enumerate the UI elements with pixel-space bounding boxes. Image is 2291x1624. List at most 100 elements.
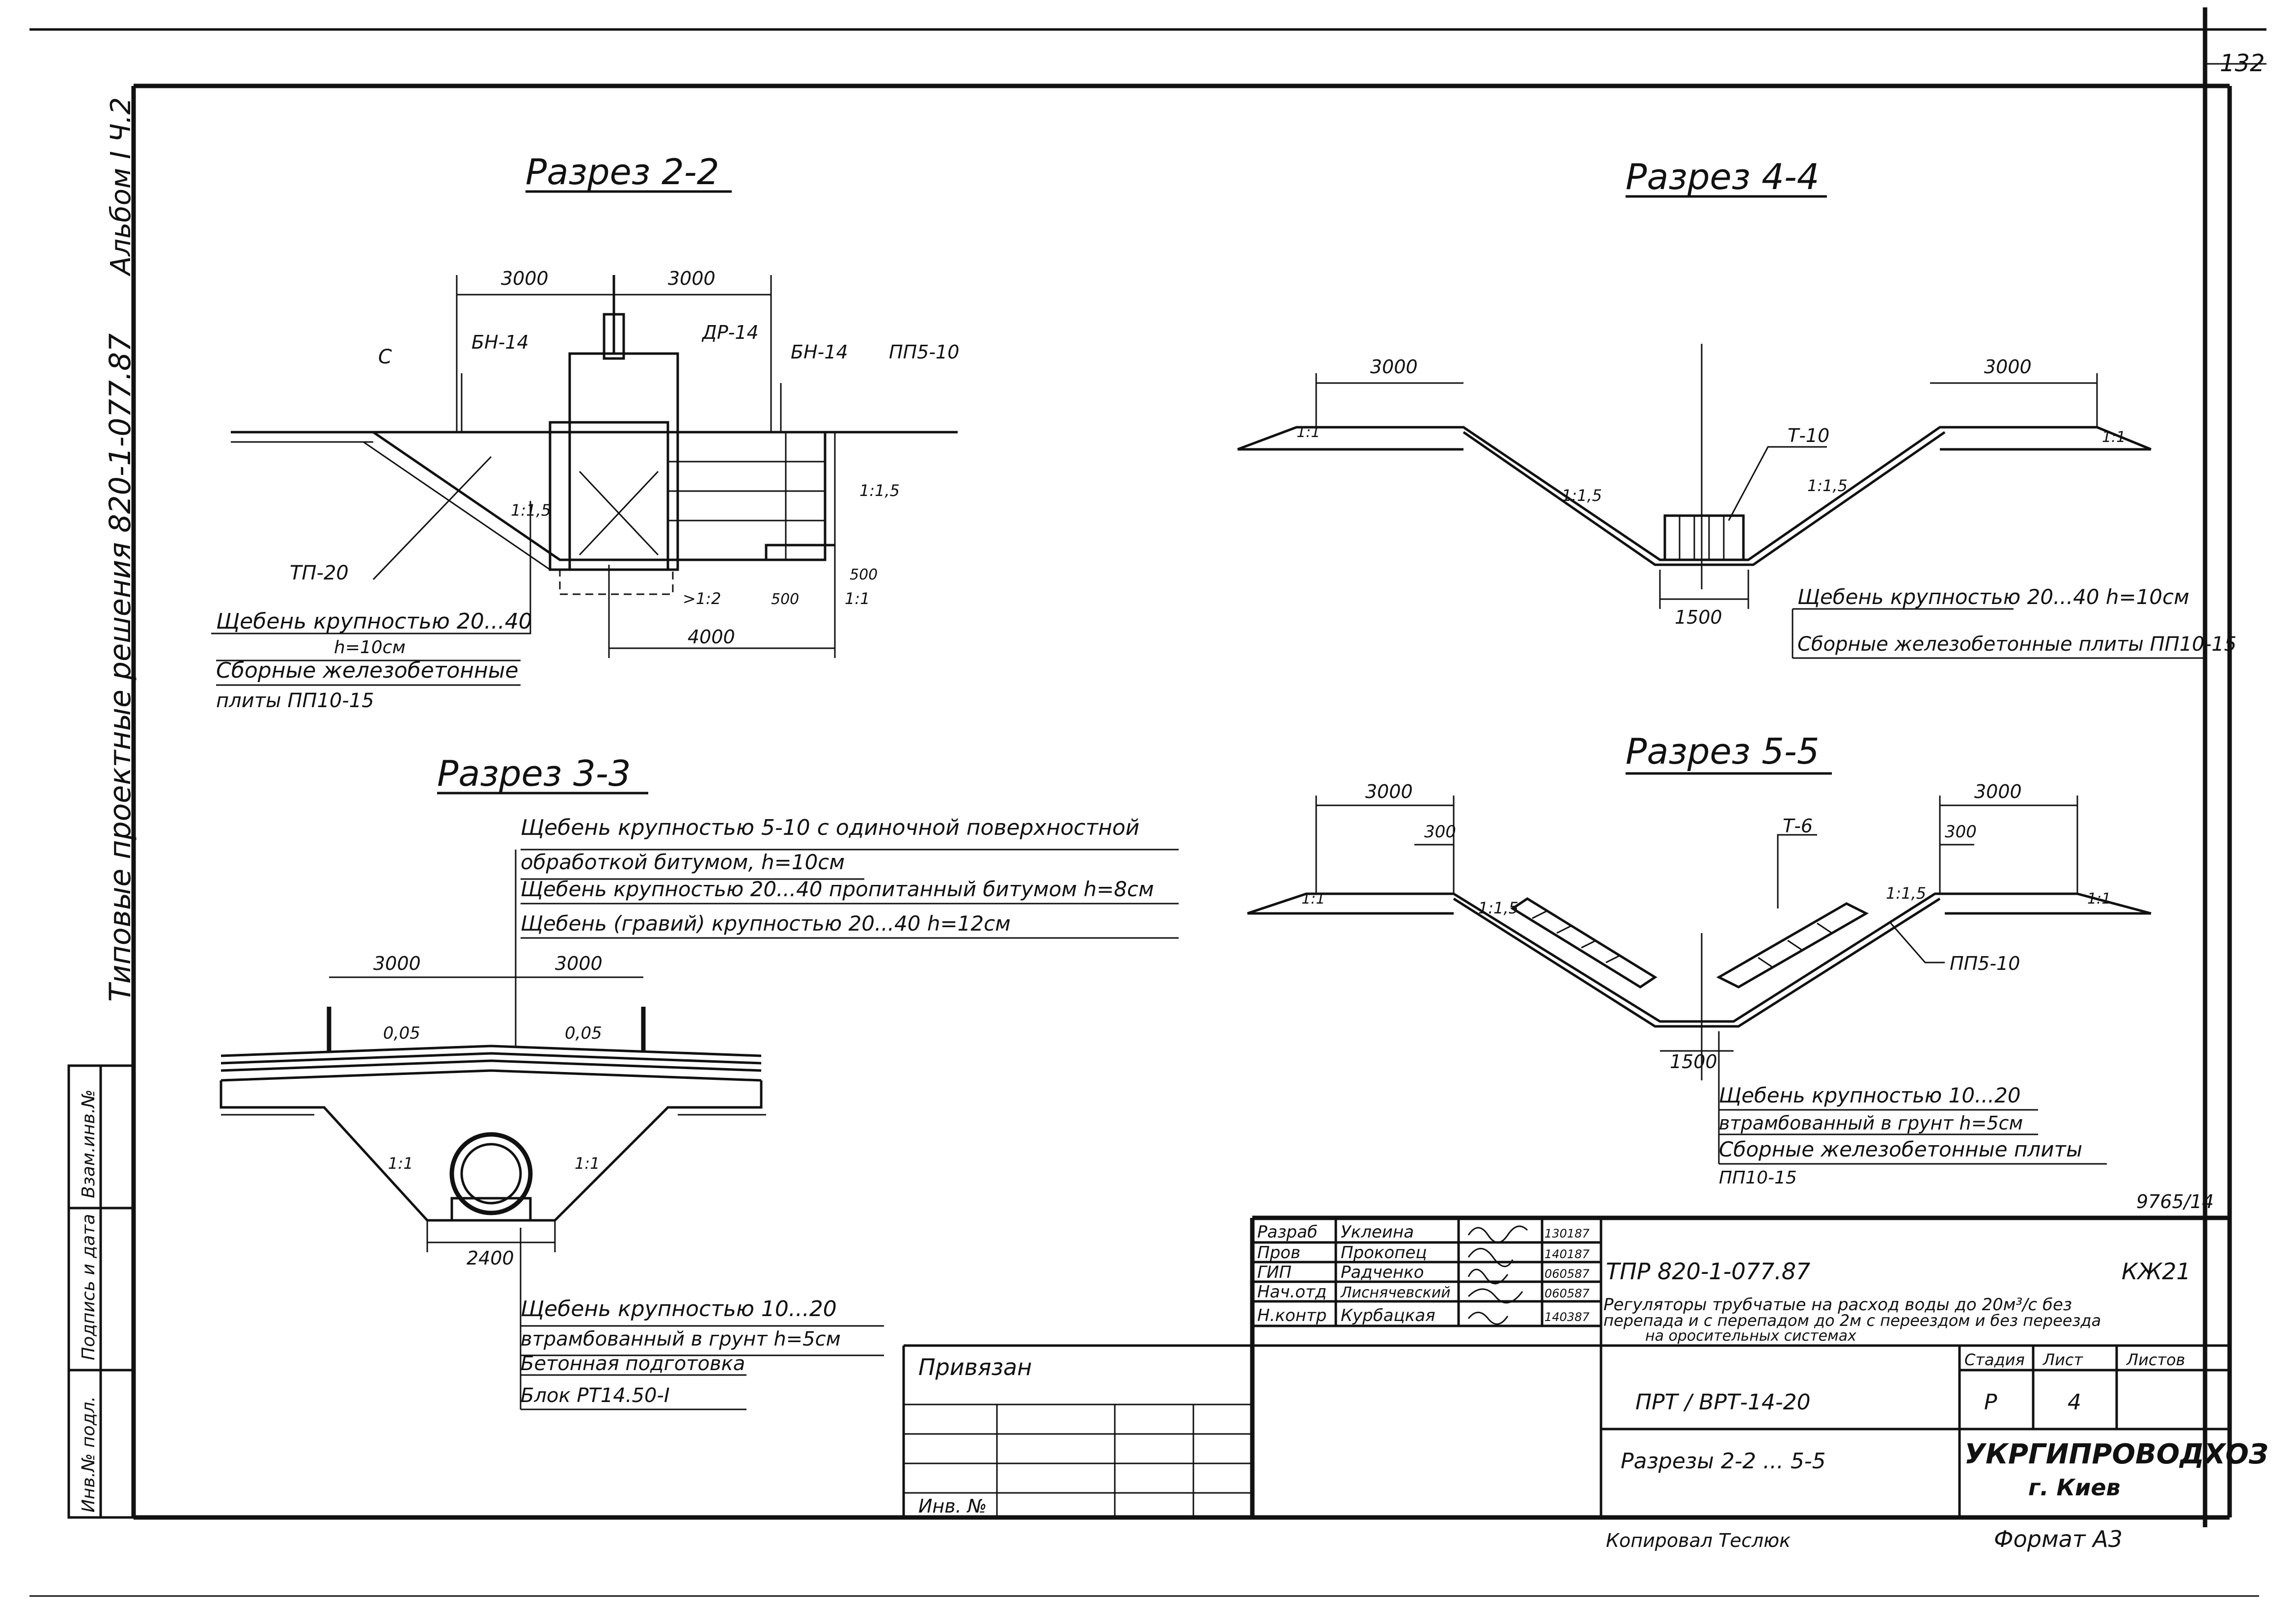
stamp-original-inv: Инв.№ подл. (79, 1396, 99, 1513)
label-2-2-bn14-left: БН-14 (471, 331, 529, 353)
stage-value: Р (1984, 1390, 1997, 1415)
label-5-5-t6: Т-6 (1783, 815, 1813, 837)
sheet-frame (29, 7, 2266, 1597)
slope-4-4-c: 1:1,5 (1807, 476, 1848, 495)
note-4-4-1: Щебень крупностью 20...40 h=10см (1797, 585, 2189, 609)
slope-5-5-b: 1:1,5 (1478, 899, 1518, 917)
slope-3-3-d: 1:1 (575, 1154, 600, 1173)
dim-5-5-c: 300 (1424, 822, 1456, 842)
section-5-5-title: Разрез 5-5 (1626, 731, 1820, 772)
dim-2-2-e: 500 (850, 566, 878, 583)
sheet-header: Лист (2043, 1350, 2083, 1369)
object-code: ПРТ / ВРТ-14-20 (1635, 1390, 1811, 1415)
note-3-3-top-2: обработкой битумом, h=10см (521, 850, 845, 874)
inv-label: Инв. № (918, 1495, 987, 1517)
slope-2-2-c: >1:2 (683, 589, 721, 608)
note-5-5-3: Сборные железобетонные плиты (1719, 1137, 2082, 1161)
note-3-3-bottom-2: втрамбованный в грунт h=5см (521, 1328, 841, 1350)
section-3-3: Разрез 3-3 (220, 753, 1179, 1410)
note-3-3-top-1: Щебень крупностью 5-10 с одиночной повер… (521, 815, 1139, 840)
bound-label: Привязан (918, 1354, 1032, 1380)
sheet-value: 4 (2068, 1390, 2081, 1415)
role-checker: Пров (1257, 1243, 1300, 1263)
slope-2-2-a: 1:1,5 (511, 501, 551, 520)
album-label: Альбом I Ч.2 (105, 97, 137, 276)
label-2-2-bn14-right: БН-14 (791, 341, 848, 363)
signature-scribble (1467, 1268, 1509, 1285)
name-developer: Уклеина (1341, 1222, 1414, 1242)
role-norm-control: Н.контр (1257, 1306, 1326, 1325)
dim-4-4-a: 3000 (1370, 356, 1418, 378)
sheets-header: Листов (2126, 1350, 2185, 1369)
slope-2-2-b: 1:1,5 (859, 481, 900, 500)
slope-5-5-d: 1:1 (2087, 890, 2111, 908)
section-3-3-title: Разрез 3-3 (437, 753, 631, 794)
side-stamp (67, 1064, 134, 1519)
dim-3-3-b: 3000 (555, 953, 603, 974)
slope-5-5-a: 1:1 (1301, 890, 1325, 908)
drawing-name: Разрезы 2-2 ... 5-5 (1621, 1449, 1826, 1474)
paper-format: Формат А3 (1994, 1526, 2123, 1552)
note-5-5-1: Щебень крупностью 10...20 (1719, 1083, 2021, 1107)
slope-3-3-a: 0,05 (383, 1023, 420, 1043)
name-chief-engineer: Радченко (1341, 1263, 1424, 1282)
label-4-4-t10: Т-10 (1788, 425, 1829, 446)
dim-4-4-b: 3000 (1984, 356, 2032, 378)
note-5-5-4: ПП10-15 (1719, 1168, 1797, 1188)
title-block (902, 1215, 2230, 1517)
copy-number: 9765/14 (2136, 1191, 2214, 1212)
name-dept-head: Лиснячевский (1340, 1284, 1451, 1301)
date-norm-control: 140387 (1545, 1310, 1590, 1324)
stamp-replaced-inv: Взам.инв.№ (79, 1089, 99, 1198)
label-5-5-pp5-10: ПП5-10 (1950, 953, 2020, 974)
slope-4-4-a: 1:1 (1297, 424, 1320, 441)
sheet-code: КЖ21 (2122, 1258, 2191, 1285)
series-label: Типовые проектные решения 820-1-077.87 (103, 333, 138, 1002)
note-3-3-top-4: Щебень (гравий) крупностью 20...40 h=12с… (521, 911, 1011, 936)
note-4-4-2: Сборные железобетонные плиты ПП10-15 (1797, 633, 2236, 656)
date-developer: 130187 (1545, 1227, 1590, 1240)
note-3-3-bottom-1: Щебень крупностью 10...20 (521, 1296, 837, 1321)
slope-4-4-b: 1:1,5 (1562, 486, 1602, 505)
description-line-1: Регуляторы трубчатые на расход воды до 2… (1603, 1295, 2072, 1315)
section-2-2: Разрез 2-2 (211, 151, 958, 658)
dim-5-5-d: 300 (1945, 822, 1977, 842)
dim-5-5-b: 3000 (1974, 781, 2022, 802)
dim-2-2-d: 500 (771, 591, 799, 608)
description-line-3: на оросительных системах (1645, 1327, 1856, 1345)
city: г. Киев (2028, 1474, 2121, 1501)
page-number: 132 (2220, 50, 2265, 77)
note-3-3-top-3: Щебень крупностью 20...40 пропитанный би… (521, 877, 1154, 901)
label-2-2-dr14: ДР-14 (701, 322, 759, 343)
label-2-2-tp20: ТП-20 (290, 562, 349, 584)
section-4-4: Разрез 4-4 (1237, 156, 2205, 659)
date-dept-head: 060587 (1545, 1287, 1590, 1300)
date-chief-engineer: 060587 (1545, 1267, 1590, 1281)
note-2-2-2: h=10см (334, 637, 406, 658)
dim-5-5-a: 3000 (1365, 781, 1413, 802)
organization: УКРГИПРОВОДХОЗ (1964, 1438, 2268, 1470)
note-2-2-1: Щебень крупностью 20...40 (216, 609, 532, 634)
name-checker: Прокопец (1341, 1243, 1427, 1263)
slope-3-3-c: 1:1 (388, 1154, 414, 1173)
name-norm-control: Курбацкая (1341, 1306, 1435, 1325)
note-2-2-4: плиты ПП10-15 (216, 689, 374, 712)
dim-5-5-e: 1500 (1670, 1051, 1717, 1073)
slope-5-5-c: 1:1,5 (1886, 884, 1926, 903)
dim-2-2-a: 3000 (501, 268, 549, 289)
dim-3-3-c: 2400 (467, 1247, 514, 1269)
description-line-2: перепада и с перепадом до 2м с переездом… (1603, 1311, 2101, 1330)
signature-scribble (1467, 1312, 1509, 1325)
role-developer: Разраб (1257, 1222, 1318, 1242)
signature-scribble (1467, 1288, 1523, 1304)
role-chief-engineer: ГИП (1257, 1263, 1292, 1282)
copied-by: Копировал Теслюк (1606, 1530, 1791, 1551)
dim-3-3-a: 3000 (373, 953, 421, 974)
section-4-4-title: Разрез 4-4 (1626, 156, 1820, 197)
note-2-2-3: Сборные железобетонные (216, 658, 519, 683)
stage-header: Стадия (1964, 1350, 2025, 1369)
project-code: ТПР 820-1-077.87 (1606, 1258, 1810, 1285)
dim-4-4-c: 1500 (1675, 606, 1722, 628)
label-2-2-pp5-10: ПП5-10 (889, 341, 959, 363)
